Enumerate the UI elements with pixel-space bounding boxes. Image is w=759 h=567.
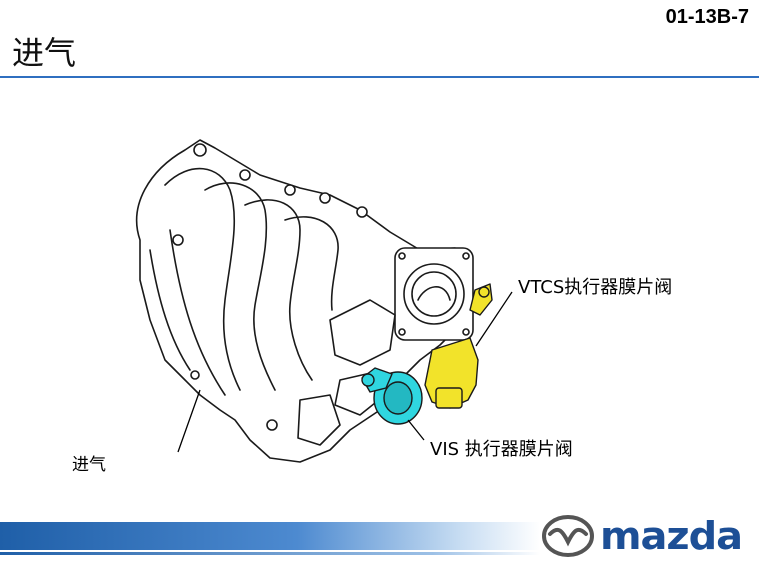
vis-actuator xyxy=(361,367,423,425)
callout-vtcs-actuator-valve: VTCS执行器膜片阀 xyxy=(518,277,673,298)
brand-wordmark: mazda xyxy=(600,514,743,558)
runner-3 xyxy=(244,199,313,381)
callout-intake: 进气 xyxy=(72,455,106,475)
page-code: 01-13B-7 xyxy=(665,6,749,28)
runner-4 xyxy=(284,216,339,311)
mazda-logo-icon xyxy=(542,515,594,557)
footer-bar xyxy=(0,522,540,550)
footer-thin-bar xyxy=(0,552,540,555)
runner-2 xyxy=(204,182,276,391)
runner-1 xyxy=(164,167,241,391)
page-title: 进气 xyxy=(12,34,77,72)
title-rule xyxy=(0,76,759,78)
callout-vis-actuator-valve: VIS 执行器膜片阀 xyxy=(428,437,575,463)
vtcs-actuator xyxy=(424,283,493,409)
